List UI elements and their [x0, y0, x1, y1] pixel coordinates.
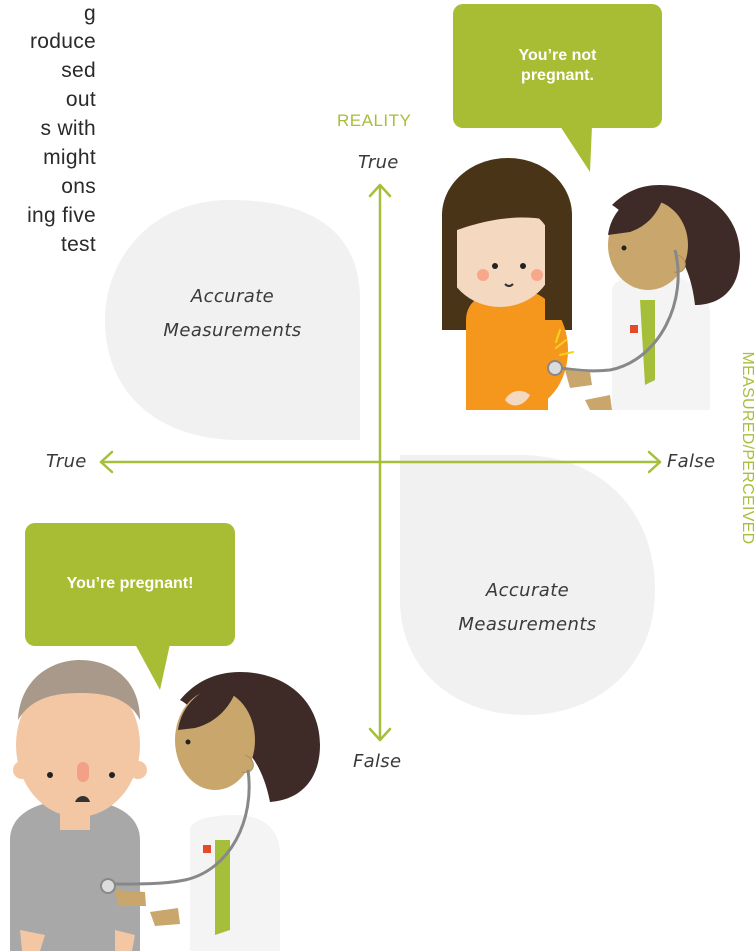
intro-line: might [43, 146, 96, 169]
speech-line: You’re not [518, 47, 597, 64]
intro-line: roduce [29, 30, 96, 53]
intro-paragraph: g roduce sed out s with might ons ing fi… [0, 0, 104, 300]
speech-bubble-bottom-left [25, 523, 235, 690]
vertical-axis-title: REALITY [337, 111, 412, 130]
intro-line: ons [61, 175, 96, 198]
intro-line: out [65, 88, 96, 111]
quadrant-blob-bottom-right [400, 455, 655, 715]
left-axis-label: True [46, 451, 87, 472]
pregnant-woman-illustration [442, 158, 574, 410]
quadrant-blob-top-left [105, 200, 360, 440]
quadrant-label-line: Measurements [163, 320, 302, 341]
bottom-axis-label: False [353, 751, 402, 772]
doctor-illustration-top [547, 185, 740, 410]
man-illustration [10, 660, 147, 951]
quadrant-label-line: Measurements [458, 614, 597, 635]
doctor-illustration-bottom [100, 672, 320, 951]
quadrant-label-line: Accurate [190, 286, 275, 307]
intro-line: sed [61, 59, 96, 82]
quadrant-label-top-left: Accurate Measurements [140, 280, 325, 348]
quadrant-label-bottom-right: Accurate Measurements [435, 574, 620, 642]
top-axis-label: True [358, 152, 399, 173]
speech-text-pregnant: You’re pregnant! [66, 575, 194, 592]
intro-line: test [60, 233, 96, 256]
intro-line: g [84, 2, 96, 25]
speech-line: pregnant. [521, 67, 594, 84]
horizontal-axis-title: MEASURED/PERCEIVED [739, 351, 755, 545]
speech-bubble-top-right [453, 4, 662, 172]
intro-line: s with [40, 117, 96, 140]
intro-line: ing five [27, 204, 96, 227]
quadrant-label-line: Accurate [485, 580, 570, 601]
horizontal-axis [99, 450, 662, 474]
right-axis-label: False [667, 451, 716, 472]
speech-text-not-pregnant: You’re not pregnant. [453, 46, 662, 86]
